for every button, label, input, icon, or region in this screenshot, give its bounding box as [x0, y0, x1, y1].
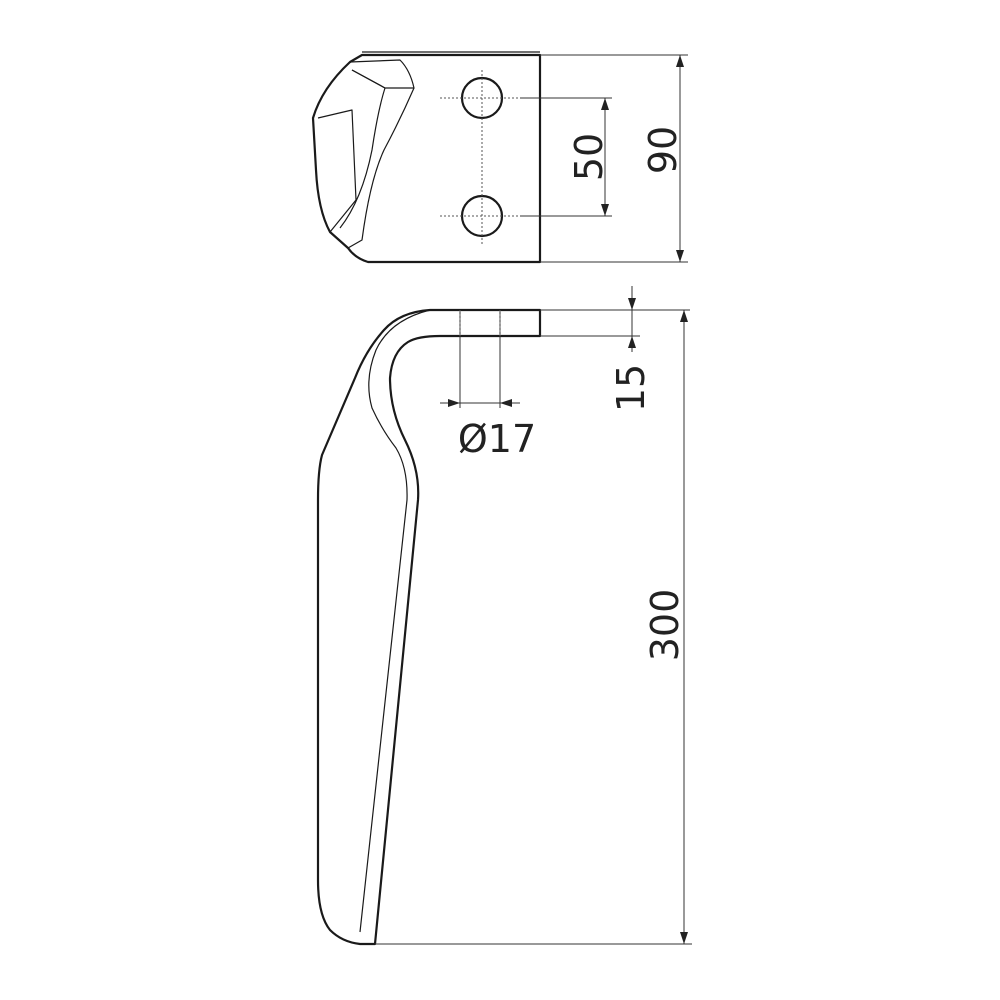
- side-view: [316, 308, 542, 946]
- blade-inner-edge: [359, 309, 431, 933]
- dimension-flange-width-label: 90: [641, 126, 685, 174]
- dimension-total-height: 300: [375, 310, 692, 945]
- dimension-hole-diameter-label: Ø17: [458, 417, 536, 461]
- blade-bevel-front: [347, 87, 415, 249]
- dimension-flange-thickness: 15: [540, 286, 690, 412]
- dimension-flange-width: 90: [540, 54, 688, 263]
- dimension-hole-spacing: 50: [520, 97, 612, 217]
- top-view: [311, 51, 542, 264]
- blade-bevel-top: [349, 59, 415, 89]
- blade-bevel-inner: [317, 109, 357, 233]
- flange-outline: [311, 53, 542, 264]
- dimension-flange-thickness-label: 15: [609, 364, 653, 412]
- blade-bevel-edge: [339, 69, 386, 229]
- blade-outline: [316, 308, 542, 946]
- dimension-hole-diameter: Ø17: [440, 310, 536, 461]
- dimension-hole-spacing-label: 50: [567, 133, 611, 181]
- dimension-total-height-label: 300: [643, 589, 687, 662]
